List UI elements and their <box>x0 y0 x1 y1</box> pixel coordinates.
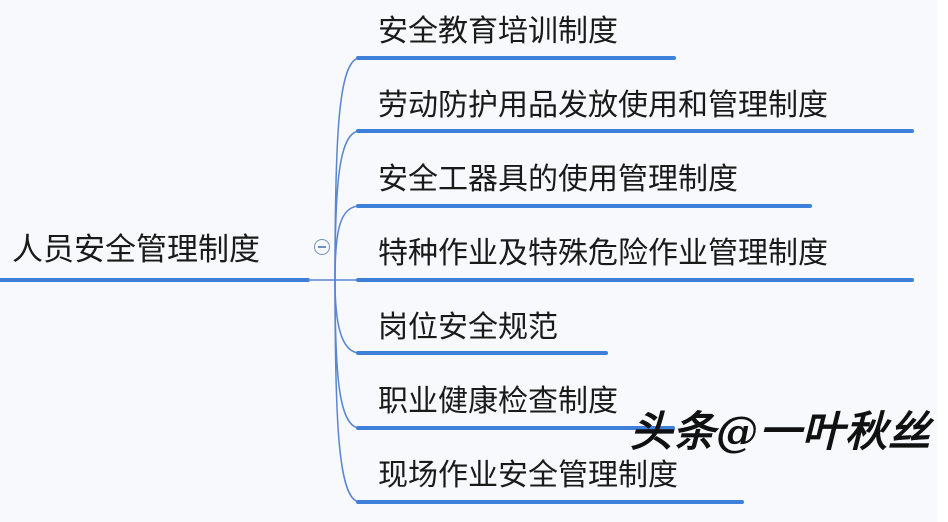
branch-node[interactable]: 岗位安全规范 <box>378 310 558 345</box>
branch-node[interactable]: 劳动防护用品发放使用和管理制度 <box>378 88 828 123</box>
branch-node[interactable]: 安全教育培训制度 <box>378 14 618 49</box>
root-node[interactable]: 人员安全管理制度 <box>12 232 260 268</box>
branch-node[interactable]: 安全工器具的使用管理制度 <box>378 162 738 197</box>
branch-underlines <box>356 56 914 504</box>
minus-circle-icon[interactable] <box>314 239 330 255</box>
branch-curves <box>334 57 361 503</box>
branch-node[interactable]: 特种作业及特殊危险作业管理制度 <box>378 236 828 271</box>
right-border-strip <box>937 0 948 522</box>
branch-node[interactable]: 现场作业安全管理制度 <box>378 458 678 493</box>
watermark: 头条@一叶秋丝 <box>630 407 932 456</box>
branch-node[interactable]: 职业健康检查制度 <box>378 384 618 419</box>
